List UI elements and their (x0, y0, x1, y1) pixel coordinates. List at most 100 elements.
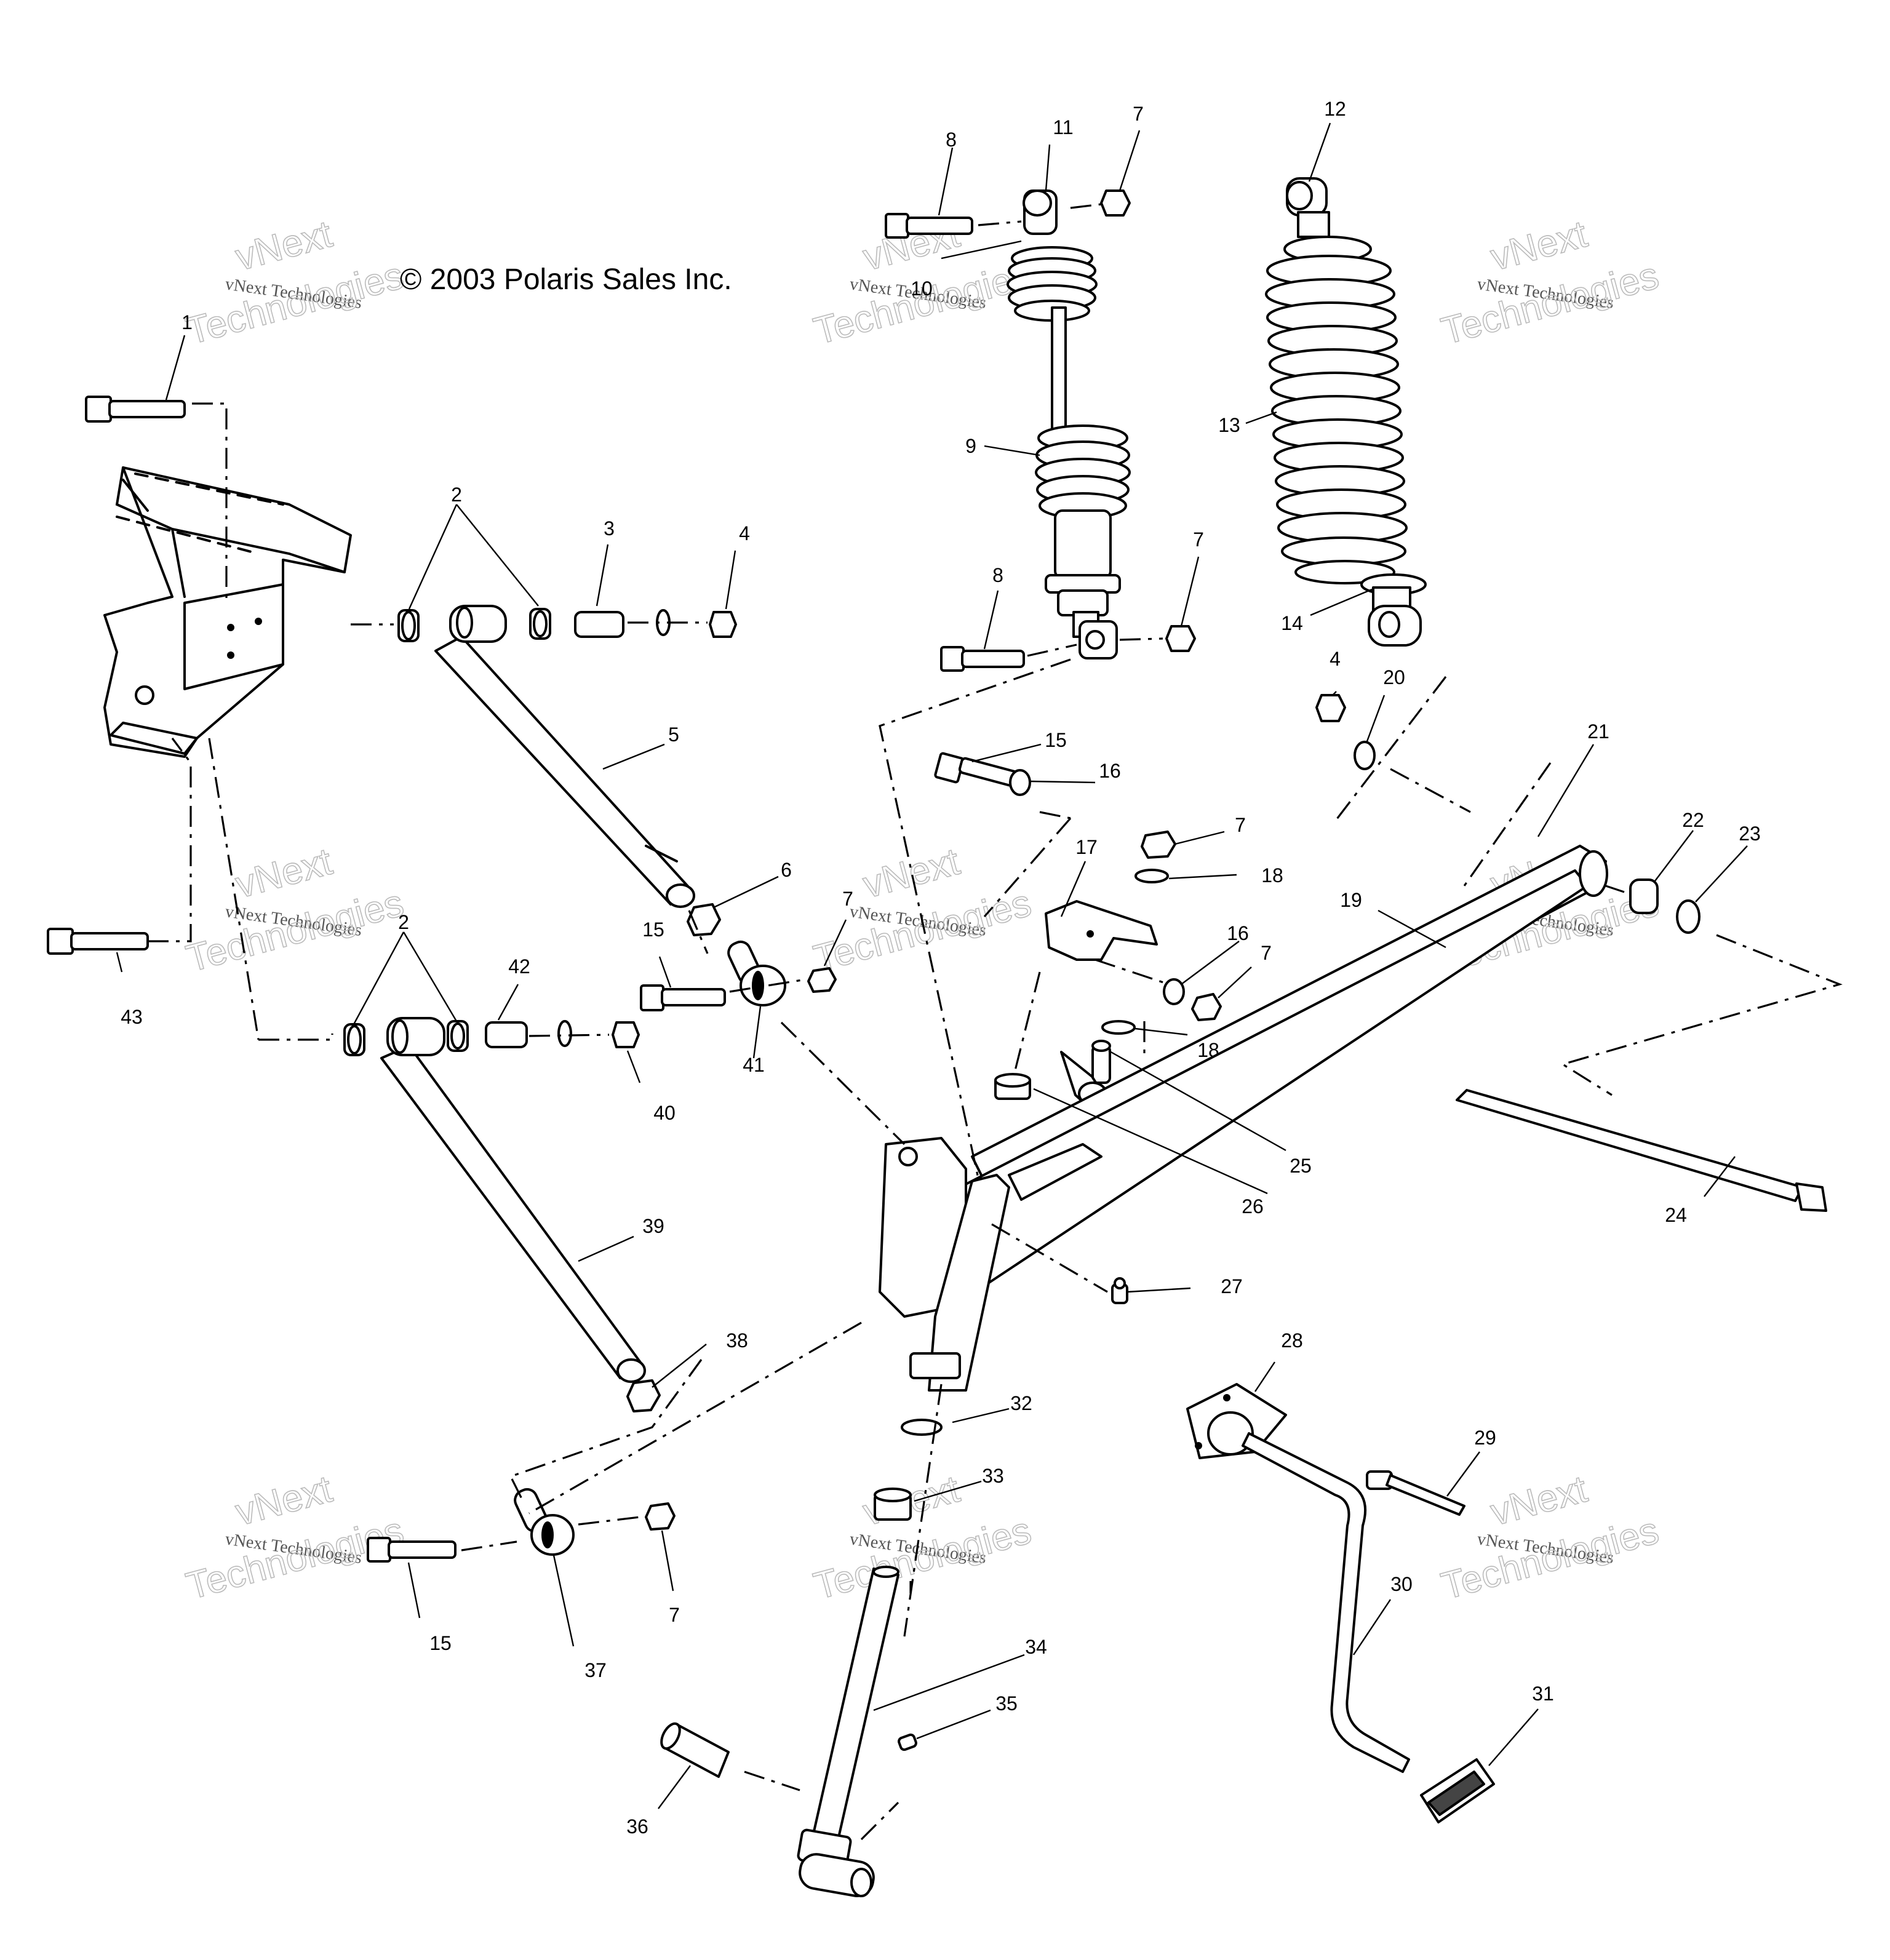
callout-8-top: 8 (946, 129, 957, 151)
part-4-nut (709, 611, 737, 638)
callout-16-a: 16 (1099, 760, 1121, 782)
callout-36: 36 (626, 1815, 648, 1838)
part-31-pedal-pad (1420, 1758, 1495, 1823)
svg-text:vNext: vNext (859, 840, 964, 907)
callout-40: 40 (653, 1102, 676, 1124)
callout-21: 21 (1587, 720, 1609, 743)
part-32-o-ring (901, 1419, 943, 1436)
callout-39: 39 (642, 1215, 664, 1237)
watermark-bottom-center: vNext vNext Technologies Technologies (809, 1467, 1036, 1608)
callout-12: 12 (1324, 98, 1346, 120)
spindle-knuckle (879, 1137, 1010, 1392)
callout-19: 19 (1340, 889, 1362, 911)
part-30-pedal-arm (1242, 1432, 1410, 1773)
callout-4-left: 4 (739, 522, 750, 544)
part-15-bolt-a (640, 984, 726, 1011)
svg-text:Technologies: Technologies (810, 254, 1035, 353)
part-26-cap (994, 1073, 1031, 1100)
part-12-shock-eye (1286, 177, 1330, 238)
part-23-o-ring (1676, 899, 1701, 934)
svg-text:Technologies: Technologies (810, 1509, 1035, 1607)
callout-18-a: 18 (1261, 864, 1283, 886)
callout-43: 43 (121, 1006, 143, 1028)
part-18-washer-a (1134, 869, 1169, 883)
svg-text:vNext: vNext (1486, 213, 1592, 279)
callout-23: 23 (1739, 823, 1761, 845)
part-7-nut-b (1100, 189, 1131, 217)
callout-31: 31 (1532, 1683, 1554, 1705)
part-4-nut-b (1315, 694, 1346, 722)
callout-14: 14 (1281, 612, 1303, 634)
callout-17: 17 (1075, 836, 1098, 858)
callout-15-b: 15 (1045, 729, 1067, 751)
callout-27: 27 (1221, 1275, 1243, 1297)
part-42-sleeve (485, 1021, 528, 1048)
part-8-bolt-top (885, 213, 973, 239)
svg-text:vNext: vNext (1486, 1468, 1592, 1534)
callout-32: 32 (1010, 1392, 1032, 1414)
watermark-mid-center: vNext vNext Technologies Technologies (809, 840, 1036, 981)
callout-34: 34 (1025, 1636, 1047, 1658)
copyright-text: © 2003 Polaris Sales Inc. (400, 263, 732, 296)
callout-9: 9 (965, 435, 976, 457)
part-15-bolt-c (367, 1537, 457, 1563)
part-7-nut-a (807, 967, 837, 993)
callout-11: 11 (1053, 116, 1073, 138)
callout-2-upper: 2 (451, 484, 462, 506)
callout-22: 22 (1682, 809, 1704, 831)
svg-text:vNext: vNext (231, 213, 337, 279)
part-16-washer-b (1163, 978, 1185, 1005)
watermark-mid-left: vNext vNext Technologies Technologies (181, 840, 409, 981)
part-18-washer-b (1101, 1020, 1136, 1035)
callout-13: 13 (1218, 414, 1240, 436)
callout-37: 37 (584, 1659, 607, 1681)
part-33-bushing (874, 1488, 912, 1521)
watermark-top-right: vNext vNext Technologies Technologies (1437, 212, 1664, 353)
callout-16-b: 16 (1227, 922, 1249, 944)
svg-text:vNext: vNext (231, 840, 337, 907)
part-39-lower-arm (380, 1017, 646, 1383)
callout-4-right: 4 (1330, 648, 1341, 670)
part-38-nut (626, 1379, 661, 1412)
part-2-bushing-upper (397, 608, 551, 642)
callout-2-lower: 2 (398, 911, 409, 933)
svg-text:Technologies: Technologies (182, 882, 408, 980)
callout-3: 3 (604, 517, 615, 540)
callout-7-d: 7 (1235, 814, 1246, 836)
callout-7-a: 7 (842, 888, 853, 910)
callout-8-bottom: 8 (992, 564, 1003, 586)
part-13-coil-spring (1265, 236, 1408, 584)
svg-text:Technologies: Technologies (182, 254, 408, 353)
callout-7-b: 7 (1133, 103, 1144, 125)
callout-24: 24 (1665, 1204, 1687, 1226)
callout-5: 5 (668, 723, 679, 746)
callout-41: 41 (743, 1054, 765, 1076)
part-19-trailing-arm (959, 845, 1608, 1293)
watermark-top-left: vNext vNext Technologies Technologies (181, 212, 409, 353)
o-ring-lower (557, 1020, 572, 1047)
svg-text:Technologies: Technologies (1437, 254, 1663, 353)
part-17-bracket (1045, 900, 1158, 961)
callout-42: 42 (508, 955, 530, 978)
part-9-shock-body (1035, 424, 1131, 659)
callout-labels: 1 2 3 4 5 6 7 15 41 42 40 2 39 38 43 8 1… (121, 98, 1761, 1838)
leader-lines (116, 122, 1748, 1809)
frame-bracket (103, 466, 352, 758)
part-16-washer-a (1009, 769, 1031, 796)
part-7-nut-c (1165, 625, 1196, 652)
callout-6: 6 (781, 859, 792, 881)
part-8-bolt-bottom (940, 646, 1025, 672)
part-7-nut-e (1191, 993, 1222, 1021)
shock-rod (1051, 306, 1067, 444)
part-35-grease-fitting (898, 1733, 917, 1751)
part-27-grease-fitting (1111, 1277, 1128, 1304)
part-7-nut-f (645, 1502, 676, 1531)
part-2-bushing-lower (343, 1020, 469, 1056)
callout-35: 35 (995, 1692, 1018, 1715)
part-40-nut (612, 1021, 640, 1048)
callout-25: 25 (1290, 1155, 1312, 1177)
part-43-bolt (47, 928, 149, 955)
watermark-bottom-right: vNext vNext Technologies Technologies (1437, 1467, 1664, 1608)
callout-15-a: 15 (642, 918, 664, 941)
